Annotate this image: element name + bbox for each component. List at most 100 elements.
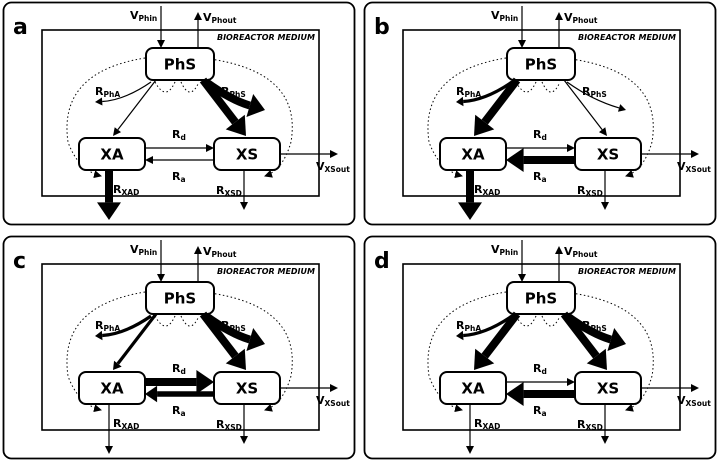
- vxsout-arrow: [280, 384, 338, 392]
- xa-box-label: XA: [100, 380, 124, 398]
- phin-label: VPhin: [491, 243, 518, 257]
- rxsd-arrow: [240, 404, 248, 444]
- rpha-curve-arrow: [95, 81, 152, 106]
- ra-label: Ra: [533, 170, 547, 184]
- xa-box-label: XA: [100, 146, 124, 164]
- rpha-label: RPhA: [456, 319, 481, 333]
- rphs-label: RPhS: [582, 319, 607, 333]
- phin-arrow: [518, 240, 526, 282]
- panel-letter: d: [374, 249, 390, 274]
- rxad-arrow: [105, 404, 113, 454]
- ra-arrow: [506, 382, 575, 406]
- xs-box: XS: [213, 137, 281, 171]
- ra-label: Ra: [533, 404, 547, 418]
- rxsd-arrow: [240, 170, 248, 210]
- rphs-arrow: [563, 79, 607, 136]
- xa-box-label: XA: [461, 380, 485, 398]
- rphs-curve-arrow: [203, 78, 265, 118]
- ra-arrow: [145, 156, 214, 164]
- rxsd-label: RXSD: [577, 184, 603, 198]
- vxsout-arrow: [641, 150, 699, 158]
- xa-box: XA: [78, 371, 146, 405]
- bioreactor-medium-label: BIOREACTOR MEDIUM: [578, 33, 676, 42]
- xs-box-label: XS: [236, 380, 258, 398]
- phs-box-label: PhS: [164, 290, 196, 308]
- panel-letter: b: [374, 15, 390, 40]
- rpha-arrow: [474, 311, 521, 370]
- phin-label: VPhin: [130, 9, 157, 23]
- phout-arrow: [194, 12, 202, 48]
- rxad-arrow: [458, 170, 482, 220]
- rphs-curve-arrow: [566, 81, 626, 112]
- phs-box: PhS: [506, 281, 576, 315]
- rd-arrow: [145, 370, 214, 394]
- phout-arrow: [194, 246, 202, 282]
- xs-box-label: XS: [597, 380, 619, 398]
- rphs-curve-arrow: [203, 312, 265, 352]
- rxsd-arrow: [601, 170, 609, 210]
- rd-arrow: [506, 144, 575, 152]
- bioreactor-medium-frame: [41, 29, 320, 197]
- xs-box-label: XS: [597, 146, 619, 164]
- rd-label: Rd: [533, 128, 547, 142]
- xa-box: XA: [439, 137, 507, 171]
- rxsd-arrow: [601, 404, 609, 444]
- ra-label: Ra: [172, 170, 186, 184]
- phout-label: VPhout: [203, 245, 237, 259]
- xs-box-label: XS: [236, 146, 258, 164]
- rpha-label: RPhA: [95, 85, 120, 99]
- rd-arrow: [145, 144, 214, 152]
- phs-box-label: PhS: [525, 290, 557, 308]
- rphs-label: RPhS: [221, 85, 246, 99]
- rpha-label: RPhA: [95, 319, 120, 333]
- bioreactor-medium-label: BIOREACTOR MEDIUM: [217, 33, 315, 42]
- rxsd-label: RXSD: [577, 418, 603, 432]
- ra-label: Ra: [172, 404, 186, 418]
- phout-label: VPhout: [203, 11, 237, 25]
- rphs-label: RPhS: [582, 85, 607, 99]
- rxad-arrow: [97, 170, 121, 220]
- rpha-curve-arrow: [456, 314, 513, 341]
- phs-box: PhS: [145, 47, 215, 81]
- vxsout-label: VXSout: [316, 394, 350, 408]
- rxad-label: RXAD: [474, 417, 500, 431]
- panel-letter: c: [13, 249, 26, 274]
- xs-box: XS: [574, 371, 642, 405]
- bioreactor-medium-label: BIOREACTOR MEDIUM: [217, 267, 315, 276]
- rphs-curve-arrow: [564, 312, 626, 352]
- bioreactor-medium-label: BIOREACTOR MEDIUM: [578, 267, 676, 276]
- rxad-arrow: [466, 404, 474, 454]
- xs-box: XS: [574, 137, 642, 171]
- rxsd-label: RXSD: [216, 418, 242, 432]
- rd-label: Rd: [172, 128, 186, 142]
- rpha-arrow: [113, 313, 158, 370]
- ra-arrow: [506, 148, 575, 172]
- rpha-curve-arrow: [456, 80, 513, 107]
- rd-label: Rd: [533, 362, 547, 376]
- rxad-label: RXAD: [113, 183, 139, 197]
- phin-label: VPhin: [130, 243, 157, 257]
- vxsout-arrow: [641, 384, 699, 392]
- bioreactor-medium-frame: [402, 263, 681, 431]
- rxad-label: RXAD: [474, 183, 500, 197]
- xa-box-label: XA: [461, 146, 485, 164]
- bioreactor-medium-frame: [402, 29, 681, 197]
- phs-box-label: PhS: [525, 56, 557, 74]
- phin-label: VPhin: [491, 9, 518, 23]
- rxsd-label: RXSD: [216, 184, 242, 198]
- phs-box-label: PhS: [164, 56, 196, 74]
- vxsout-arrow: [280, 150, 338, 158]
- rpha-arrow: [474, 77, 521, 136]
- xa-box: XA: [78, 137, 146, 171]
- phout-label: VPhout: [564, 11, 598, 25]
- xa-box: XA: [439, 371, 507, 405]
- rpha-curve-arrow: [95, 314, 152, 341]
- rxad-label: RXAD: [113, 417, 139, 431]
- rpha-arrow: [113, 79, 157, 136]
- phout-label: VPhout: [564, 245, 598, 259]
- phin-arrow: [157, 240, 165, 282]
